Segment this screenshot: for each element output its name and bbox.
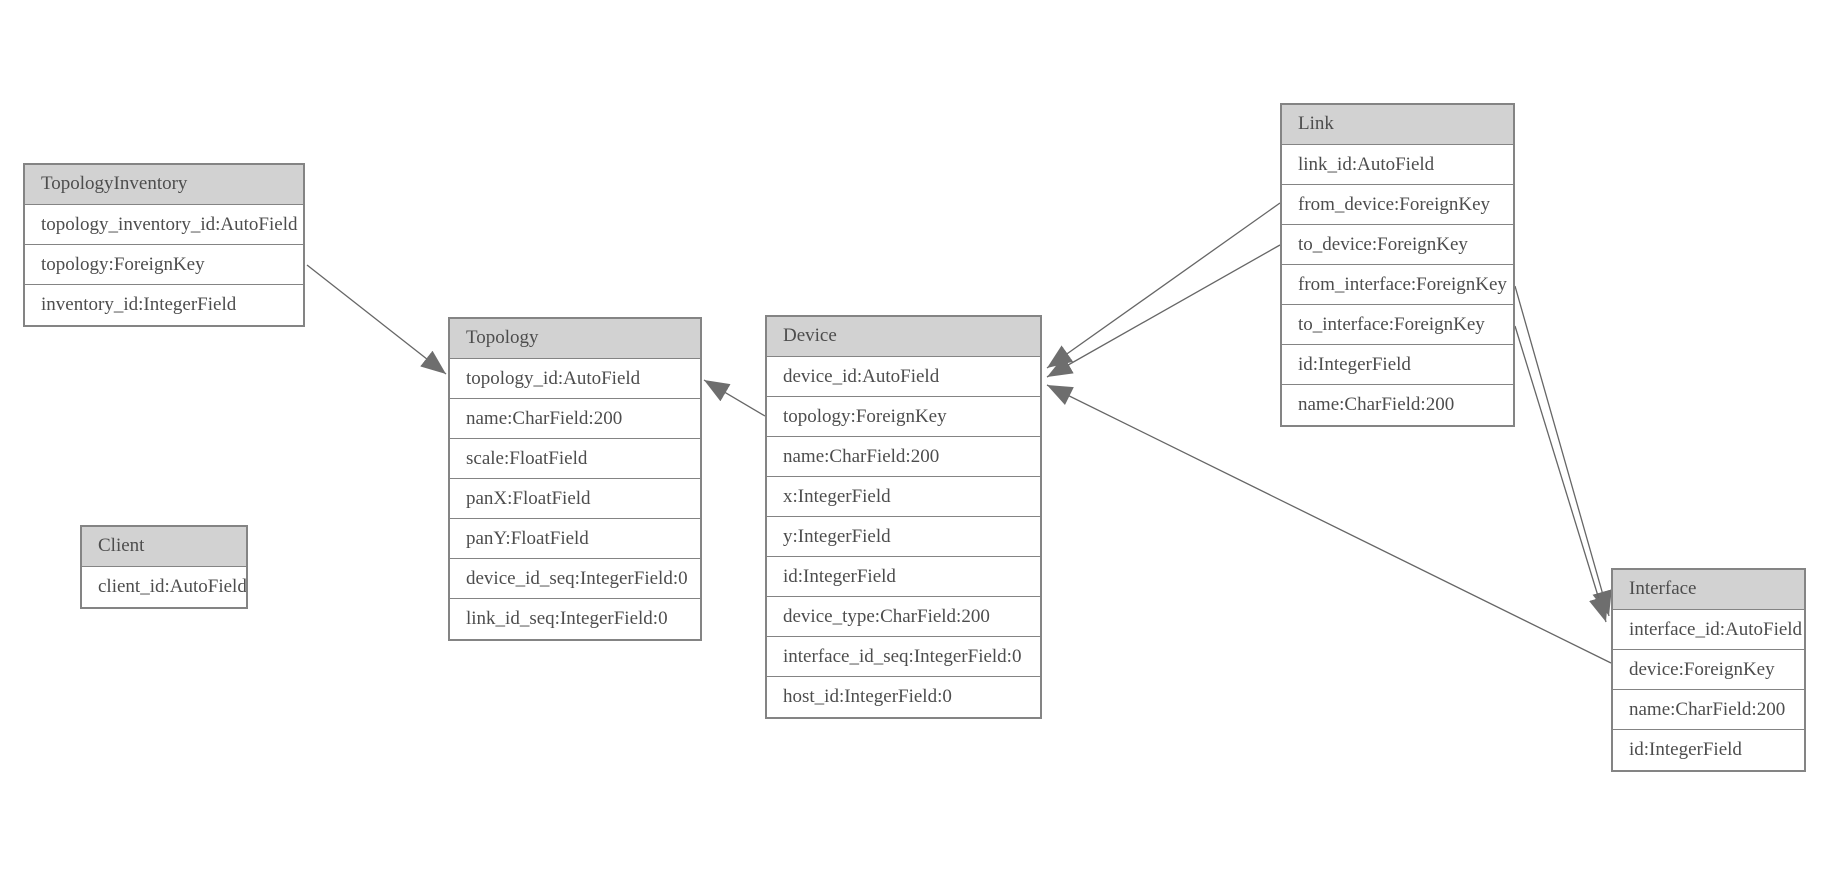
- entity-field: interface_id_seq:IntegerField:0: [767, 637, 1040, 677]
- entity-field: inventory_id:IntegerField: [25, 285, 303, 325]
- entity-field: from_interface:ForeignKey: [1282, 265, 1513, 305]
- entity-field: link_id_seq:IntegerField:0: [450, 599, 700, 639]
- entity-field: topology_inventory_id:AutoField: [25, 205, 303, 245]
- entity-title: Interface: [1613, 570, 1804, 610]
- entity-field: device_type:CharField:200: [767, 597, 1040, 637]
- entity-field: scale:FloatField: [450, 439, 700, 479]
- entity-field: device_id:AutoField: [767, 357, 1040, 397]
- entity-title: Topology: [450, 319, 700, 359]
- entity-title: Client: [82, 527, 246, 567]
- entity-field: to_interface:ForeignKey: [1282, 305, 1513, 345]
- entity-field: to_device:ForeignKey: [1282, 225, 1513, 265]
- relationship-line: [306, 264, 447, 375]
- entity-field: client_id:AutoField: [82, 567, 246, 607]
- entity-field: topology_id:AutoField: [450, 359, 700, 399]
- entity-field: host_id:IntegerField:0: [767, 677, 1040, 717]
- entity-field: name:CharField:200: [450, 399, 700, 439]
- relationship-line: [1514, 285, 1612, 617]
- relationship-line: [1046, 244, 1281, 378]
- entity-field: x:IntegerField: [767, 477, 1040, 517]
- entity-field: topology:ForeignKey: [25, 245, 303, 285]
- entity-field: from_device:ForeignKey: [1282, 185, 1513, 225]
- entity-field: name:CharField:200: [1282, 385, 1513, 425]
- entity-field: device_id_seq:IntegerField:0: [450, 559, 700, 599]
- relationship-line: [1514, 325, 1609, 623]
- entity-title: TopologyInventory: [25, 165, 303, 205]
- entity-client: Client client_id:AutoField: [80, 525, 248, 609]
- entity-field: panX:FloatField: [450, 479, 700, 519]
- entity-field: interface_id:AutoField: [1613, 610, 1804, 650]
- entity-field: id:IntegerField: [767, 557, 1040, 597]
- entity-field: topology:ForeignKey: [767, 397, 1040, 437]
- entity-field: id:IntegerField: [1282, 345, 1513, 385]
- relationship-line: [1046, 202, 1281, 369]
- relationship-line: [1046, 384, 1612, 664]
- entity-title: Link: [1282, 105, 1513, 145]
- entity-field: device:ForeignKey: [1613, 650, 1804, 690]
- entity-field: name:CharField:200: [1613, 690, 1804, 730]
- entity-title: Device: [767, 317, 1040, 357]
- entity-field: panY:FloatField: [450, 519, 700, 559]
- entity-field: id:IntegerField: [1613, 730, 1804, 770]
- entity-field-list: client_id:AutoField: [82, 567, 246, 607]
- entity-field: link_id:AutoField: [1282, 145, 1513, 185]
- entity-topology-inventory: TopologyInventory topology_inventory_id:…: [23, 163, 305, 327]
- entity-field: name:CharField:200: [767, 437, 1040, 477]
- entity-field: y:IntegerField: [767, 517, 1040, 557]
- relationship-line: [703, 379, 766, 417]
